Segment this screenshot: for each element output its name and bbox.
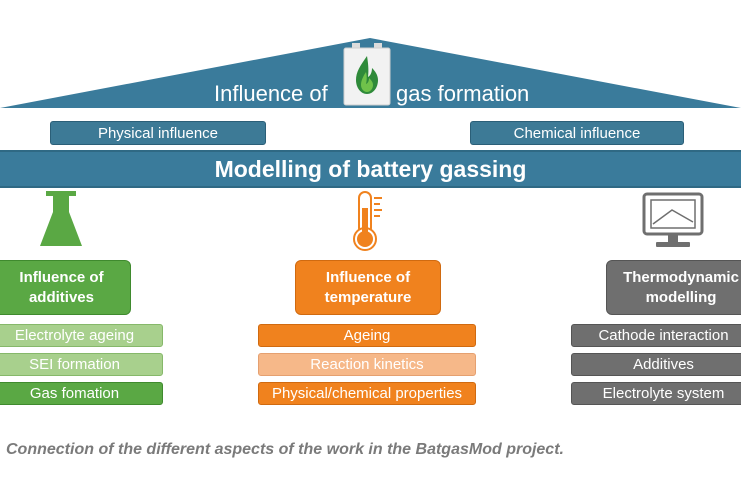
- roof-title-right: gas formation: [396, 81, 530, 106]
- temperature-item-2: Reaction kinetics: [258, 353, 476, 376]
- chemical-influence-label: Chemical influence: [470, 121, 684, 145]
- temperature-item-3: Physical/chemical properties: [258, 382, 476, 405]
- roof-title-left: Influence of: [214, 81, 328, 106]
- battery-flame-logo: [342, 42, 392, 106]
- flask-icon: [38, 190, 84, 248]
- additives-title-line1: Influence of: [19, 268, 104, 286]
- thermodynamic-title-line1: Thermodynamic: [623, 268, 739, 286]
- temperature-title-line1: Influence of: [325, 268, 411, 286]
- temperature-item-1: Ageing: [258, 324, 476, 347]
- temperature-title-line2: temperature: [324, 288, 412, 306]
- additives-title-box: Influence of additives: [0, 260, 131, 315]
- figure-caption: Connection of the different aspects of t…: [6, 441, 564, 458]
- thermometer-icon: [350, 190, 390, 252]
- thermodynamic-item-1: Cathode interaction: [571, 324, 741, 347]
- additives-item-2: SEI formation: [0, 353, 163, 376]
- thermodynamic-title-box: Thermodynamic modelling: [606, 260, 741, 315]
- thermodynamic-item-3: Electrolyte system: [571, 382, 741, 405]
- thermodynamic-item-2: Additives: [571, 353, 741, 376]
- additives-item-3: Gas fomation: [0, 382, 163, 405]
- physical-influence-label: Physical influence: [50, 121, 266, 145]
- monitor-icon: [642, 192, 704, 250]
- thermodynamic-title-line2: modelling: [645, 288, 717, 306]
- temperature-title-box: Influence of temperature: [295, 260, 441, 315]
- additives-title-line2: additives: [28, 288, 94, 306]
- additives-item-1: Electrolyte ageing: [0, 324, 163, 347]
- main-bar: Modelling of battery gassing: [0, 150, 741, 188]
